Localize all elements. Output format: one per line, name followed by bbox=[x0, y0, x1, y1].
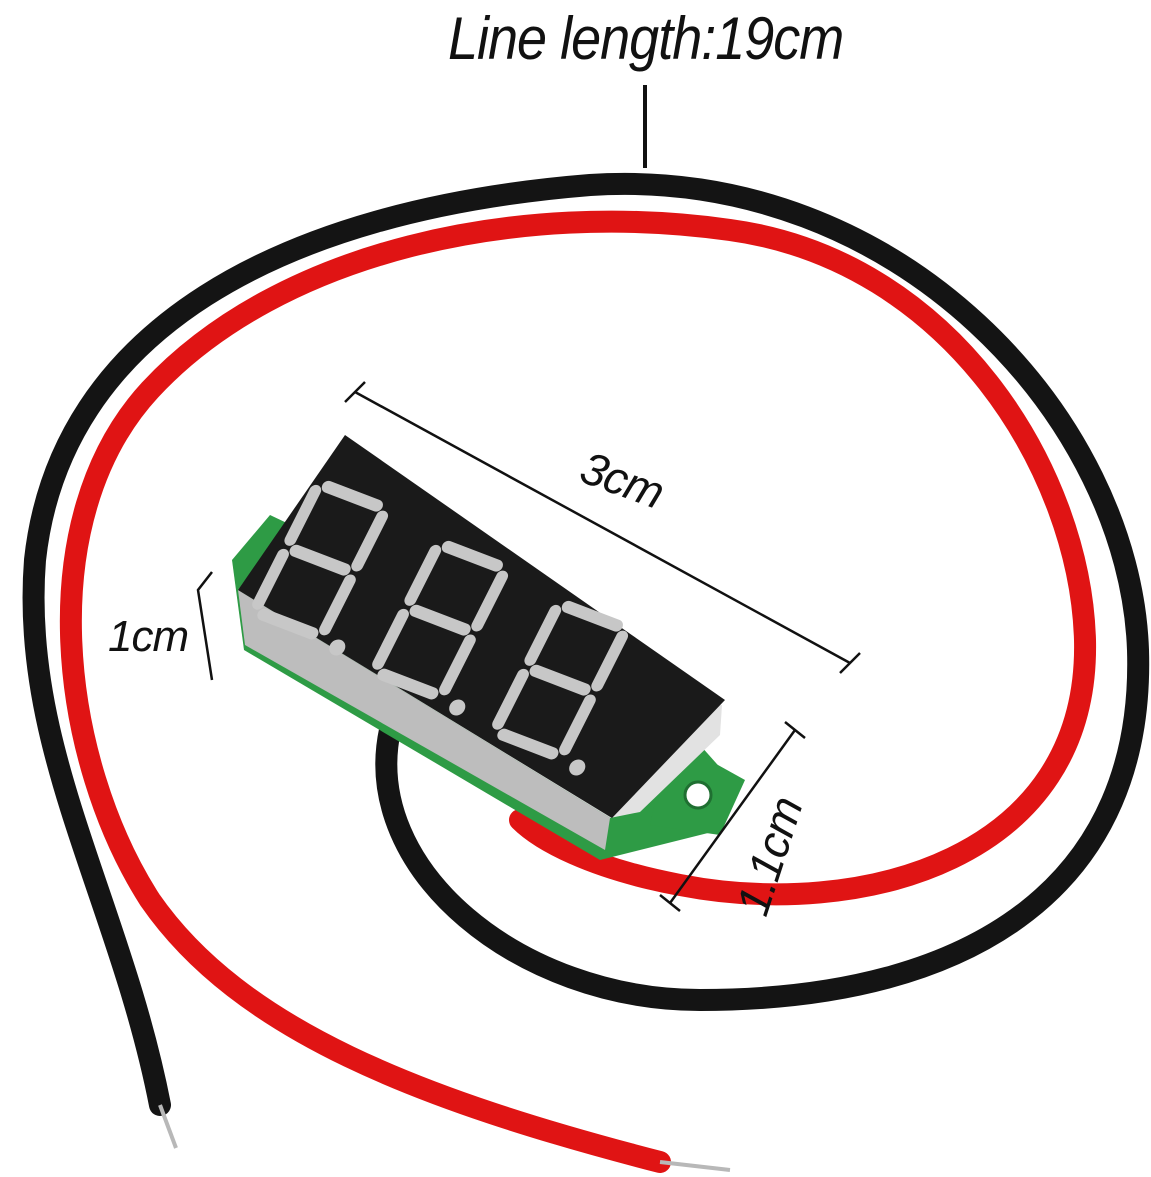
voltmeter-module bbox=[232, 435, 745, 860]
display-bottom bbox=[238, 590, 610, 850]
red-wire bbox=[59, 210, 1097, 1173]
black-wire bbox=[22, 172, 1150, 1116]
black-wire-tip bbox=[158, 1104, 178, 1149]
mounting-hole bbox=[683, 780, 713, 810]
width-dimension-line bbox=[344, 381, 861, 674]
depth-dimension-line bbox=[659, 721, 806, 912]
red-wire-tip bbox=[659, 1160, 731, 1172]
digit-2 bbox=[372, 540, 509, 716]
height-dimension-line bbox=[196, 571, 214, 681]
height-label: 1cm bbox=[108, 612, 189, 661]
digit-3 bbox=[492, 600, 629, 776]
digit-1 bbox=[252, 480, 389, 656]
line-length-label: Line length:19cm bbox=[448, 5, 844, 73]
